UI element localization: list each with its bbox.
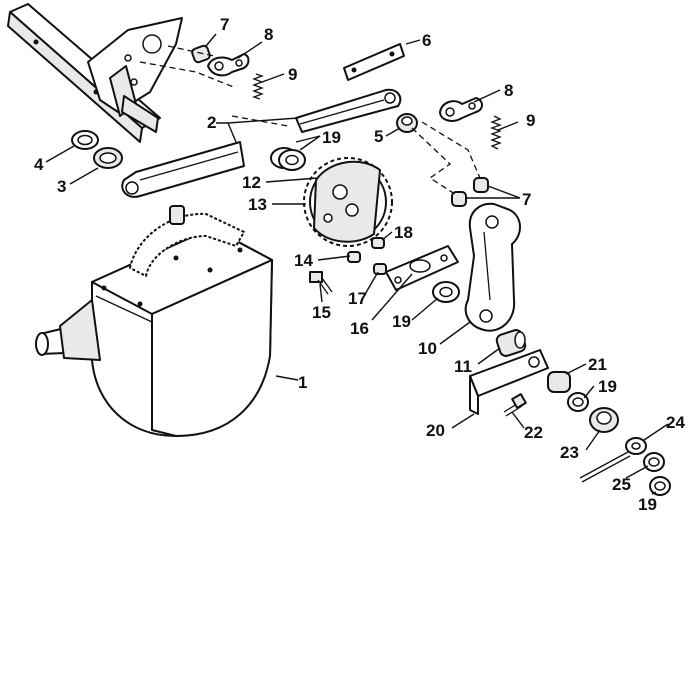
callout-14: 14 — [294, 251, 313, 270]
gear-13 — [303, 157, 393, 247]
callout-19-upper: 19 — [322, 128, 341, 147]
callout-1: 1 — [298, 373, 307, 392]
callout-19-middle: 19 — [392, 312, 411, 331]
bushing-3 — [93, 147, 123, 169]
leader-lines — [45, 33, 669, 495]
callout-23: 23 — [560, 443, 579, 462]
callout-9-top: 9 — [288, 65, 297, 84]
link-arm-2-upper — [295, 88, 402, 133]
plate-16 — [385, 245, 459, 291]
cap-23 — [589, 407, 619, 433]
callout-16: 16 — [350, 319, 369, 338]
bolt-22 — [503, 393, 527, 417]
bushing-7-top — [191, 44, 211, 64]
pin-14 — [347, 251, 361, 263]
curved-arm-10 — [464, 202, 521, 332]
callout-19-right: 19 — [598, 377, 617, 396]
callout-5: 5 — [374, 127, 383, 146]
spring-9-top — [252, 73, 264, 100]
link-arm-2-lower — [121, 141, 245, 198]
bushing-21 — [547, 371, 571, 393]
callout-13: 13 — [248, 195, 267, 214]
callout-20: 20 — [426, 421, 445, 440]
callout-2: 2 — [207, 113, 216, 132]
callout-8-right: 8 — [504, 81, 513, 100]
callout-17: 17 — [348, 289, 367, 308]
callout-25: 25 — [612, 475, 631, 494]
eye-bolt-24 — [579, 437, 647, 483]
mounting-frame-bracket — [7, 3, 183, 143]
callout-9-right: 9 — [526, 111, 535, 130]
bolt-15 — [309, 271, 333, 295]
pin-18 — [371, 237, 385, 249]
callout-24: 24 — [666, 413, 685, 432]
link-plate-6 — [343, 43, 405, 81]
bracket-20 — [469, 349, 549, 415]
washer-19-bottom — [649, 476, 671, 496]
callout-labels: 1 2 3 4 5 6 7 7 8 8 9 9 10 11 12 13 14 1… — [34, 15, 685, 514]
callout-6: 6 — [422, 31, 431, 50]
washer-19-middle — [432, 281, 460, 303]
callout-18: 18 — [394, 223, 413, 242]
lever-8-right — [439, 97, 483, 122]
callout-4: 4 — [34, 155, 44, 174]
callout-10: 10 — [418, 339, 437, 358]
spring-9-right — [490, 115, 502, 150]
callout-22: 22 — [524, 423, 543, 442]
bushing-11 — [495, 329, 527, 357]
gearbox-housing-1 — [35, 205, 273, 437]
bushing-7-right-a — [451, 191, 467, 207]
callout-8-top: 8 — [264, 25, 273, 44]
washer-25 — [643, 452, 665, 472]
callout-11: 11 — [454, 357, 472, 376]
assembly-dashed-lines — [139, 45, 481, 197]
callout-15: 15 — [312, 303, 331, 322]
bushing-5 — [396, 113, 418, 133]
callout-21: 21 — [588, 355, 607, 374]
lever-8-top — [207, 53, 250, 77]
washer-19-right — [567, 392, 589, 412]
washer-19-upper — [270, 147, 306, 171]
bushing-7-right-b — [473, 177, 489, 193]
callout-19-bottom: 19 — [638, 495, 657, 514]
bushing-4 — [71, 130, 99, 150]
callout-7-right: 7 — [522, 190, 531, 209]
pin-17 — [373, 263, 387, 275]
callout-12: 12 — [242, 173, 261, 192]
callout-7-top: 7 — [220, 15, 229, 34]
callout-3: 3 — [57, 177, 66, 196]
